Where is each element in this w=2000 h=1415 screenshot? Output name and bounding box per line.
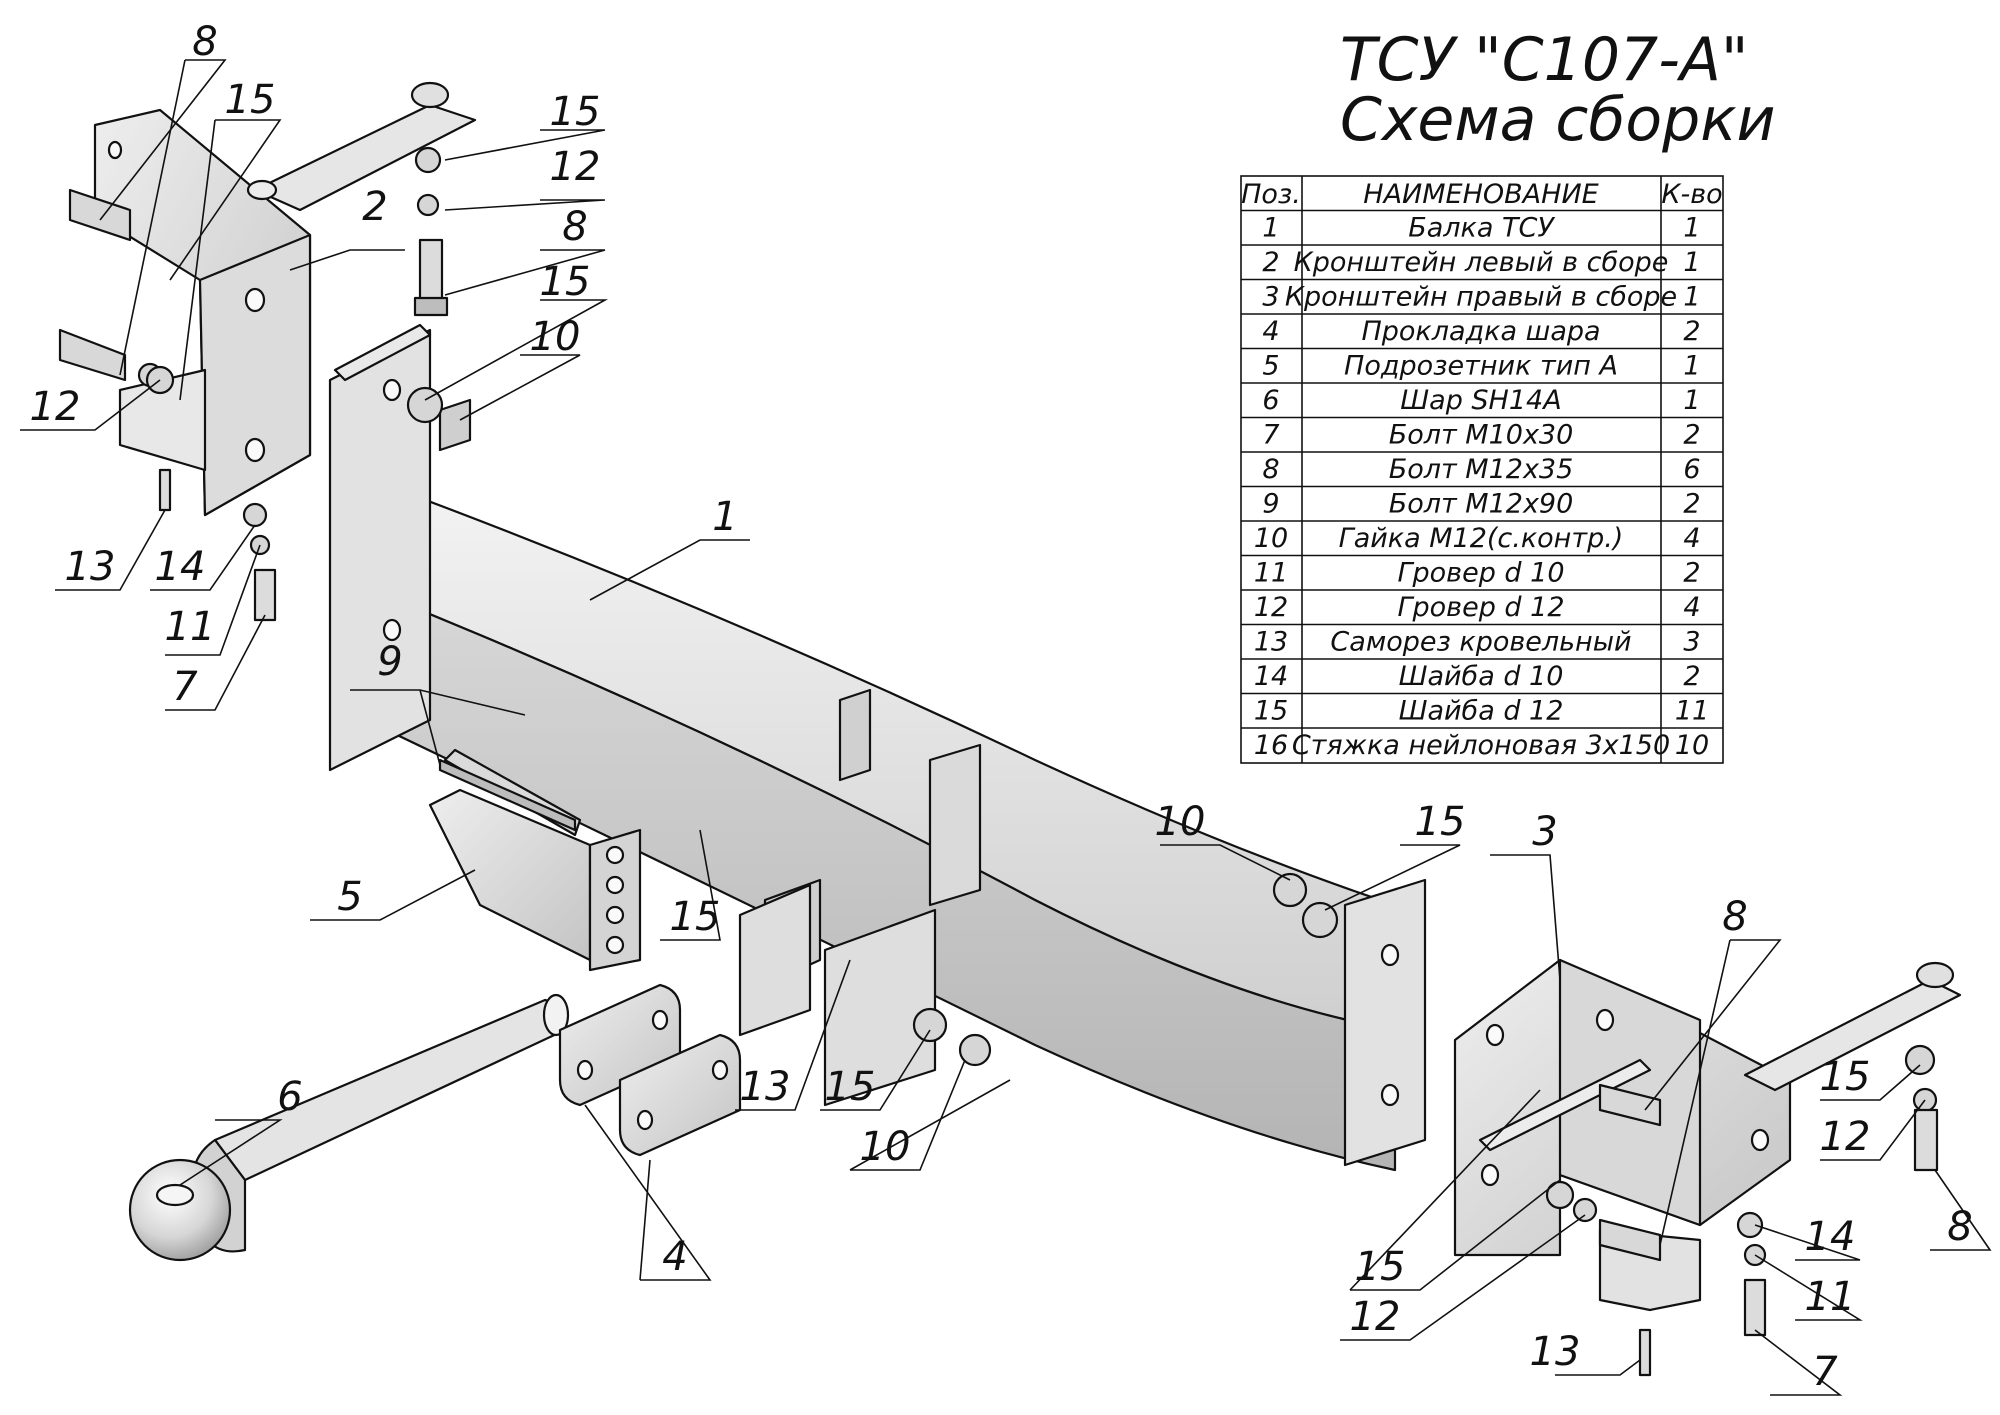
callout-label: 1 xyxy=(712,494,737,540)
hitch-beam xyxy=(328,323,1427,1172)
callout-label: 2 xyxy=(362,184,387,230)
table-cell-pos: 6 xyxy=(1262,385,1279,416)
table-cell-qty: 6 xyxy=(1683,454,1700,485)
table-cell-qty: 1 xyxy=(1683,385,1700,416)
table-cell-pos: 14 xyxy=(1254,661,1288,692)
table-cell-pos: 15 xyxy=(1254,696,1288,727)
callout-label: 5 xyxy=(337,874,362,920)
table-cell-pos: 13 xyxy=(1254,627,1288,658)
table-cell-pos: 7 xyxy=(1262,420,1279,451)
callout-label: 13 xyxy=(740,1064,791,1110)
callout-label: 15 xyxy=(540,259,591,305)
table-cell-pos: 5 xyxy=(1262,351,1279,382)
table-cell-qty: 2 xyxy=(1683,558,1700,589)
table-cell-name: Балка ТСУ xyxy=(1408,213,1555,244)
table-cell-qty: 4 xyxy=(1683,592,1700,623)
callout-label: 11 xyxy=(165,604,216,650)
header-name: НАИМЕНОВАНИЕ xyxy=(1363,179,1598,210)
diagram-subtitle: Схема сборки xyxy=(1340,85,1775,155)
callout-labels: 8 15 15 12 8 2 15 10 12 13 14 11 7 1 9 5… xyxy=(30,19,1973,1395)
table-cell-qty: 1 xyxy=(1683,282,1700,313)
table-cell-name: Кронштейн левый в сборе xyxy=(1294,247,1669,278)
table-cell-qty: 2 xyxy=(1683,489,1700,520)
table-cell-qty: 2 xyxy=(1683,420,1700,451)
callout-label: 12 xyxy=(30,384,81,430)
table-cell-name: Шар SH14A xyxy=(1400,385,1561,416)
callout-label: 15 xyxy=(1355,1244,1406,1290)
callout-label: 10 xyxy=(860,1124,911,1170)
table-cell-pos: 4 xyxy=(1262,316,1279,347)
right-bracket xyxy=(1453,958,1962,1312)
table-cell-name: Шайба d 10 xyxy=(1399,661,1564,692)
callout-label: 8 xyxy=(192,19,217,65)
callout-label: 15 xyxy=(825,1064,876,1110)
callout-label: 15 xyxy=(1820,1054,1871,1100)
table-cell-qty: 11 xyxy=(1675,696,1709,727)
table-cell-qty: 4 xyxy=(1683,523,1700,554)
table-cell-name: Болт М12х90 xyxy=(1389,489,1574,520)
table-cell-name: Стяжка нейлоновая 3х150 xyxy=(1292,730,1670,761)
callout-label: 6 xyxy=(277,1074,302,1120)
callout-label: 8 xyxy=(1947,1204,1972,1250)
table-cell-pos: 12 xyxy=(1254,592,1288,623)
table-cell-pos: 1 xyxy=(1262,213,1279,244)
callout-label: 11 xyxy=(1805,1274,1856,1320)
table-cell-pos: 8 xyxy=(1262,454,1279,485)
callout-label: 12 xyxy=(1350,1294,1401,1340)
callout-label: 12 xyxy=(1820,1114,1871,1160)
callout-label: 14 xyxy=(155,544,206,590)
diagram-title: ТСУ "С107-А" xyxy=(1340,25,1749,95)
header-qty: К-во xyxy=(1661,179,1722,210)
callout-label: 8 xyxy=(1722,894,1747,940)
table-cell-name: Прокладка шара xyxy=(1361,316,1600,347)
callout-label: 15 xyxy=(550,89,601,135)
table-cell-name: Подрозетник тип А xyxy=(1344,351,1618,382)
table-cell-qty: 1 xyxy=(1683,213,1700,244)
callout-label: 10 xyxy=(530,314,581,360)
leader-lines xyxy=(20,59,1992,1396)
left-bracket xyxy=(93,81,477,517)
table-cell-qty: 2 xyxy=(1683,316,1700,347)
table-cell-name: Гайка М12(с.контр.) xyxy=(1339,523,1624,554)
callout-label: 15 xyxy=(1415,799,1466,845)
table-cell-qty: 10 xyxy=(1675,730,1709,761)
callout-label: 7 xyxy=(172,664,198,710)
callout-label: 15 xyxy=(225,77,276,123)
table-cell-pos: 16 xyxy=(1254,730,1288,761)
callout-label: 7 xyxy=(1812,1349,1838,1395)
ball-spacers xyxy=(558,983,742,1157)
table-cell-name: Саморез кровельный xyxy=(1330,627,1631,658)
callout-label: 10 xyxy=(1155,799,1206,845)
table-cell-pos: 11 xyxy=(1254,558,1288,589)
callout-label: 15 xyxy=(670,894,721,940)
table-cell-pos: 3 xyxy=(1262,282,1279,313)
table-cell-name: Болт М10х30 xyxy=(1389,420,1574,451)
table-cell-name: Болт М12х35 xyxy=(1389,454,1574,485)
callout-label: 9 xyxy=(377,639,402,685)
tow-ball xyxy=(128,993,570,1262)
callout-label: 12 xyxy=(550,144,601,190)
callout-label: 4 xyxy=(662,1234,687,1280)
callout-label: 13 xyxy=(65,544,116,590)
table-cell-qty: 2 xyxy=(1683,661,1700,692)
table-cell-qty: 1 xyxy=(1683,247,1700,278)
table-cell-pos: 10 xyxy=(1254,523,1288,554)
callout-label: 8 xyxy=(562,204,587,250)
table-cell-qty: 1 xyxy=(1683,351,1700,382)
table-cell-name: Гровер d 12 xyxy=(1397,592,1564,623)
table-cell-pos: 2 xyxy=(1262,247,1279,278)
table-cell-name: Шайба d 12 xyxy=(1399,696,1564,727)
callout-label: 3 xyxy=(1532,809,1557,855)
header-pos: Поз. xyxy=(1241,179,1301,210)
callout-label: 14 xyxy=(1805,1214,1856,1260)
table-cell-qty: 3 xyxy=(1683,627,1700,658)
callout-label: 13 xyxy=(1530,1329,1581,1375)
table-cell-pos: 9 xyxy=(1262,489,1279,520)
table-cell-name: Гровер d 10 xyxy=(1397,558,1564,589)
table-cell-name: Кронштейн правый в сборе xyxy=(1285,282,1677,313)
